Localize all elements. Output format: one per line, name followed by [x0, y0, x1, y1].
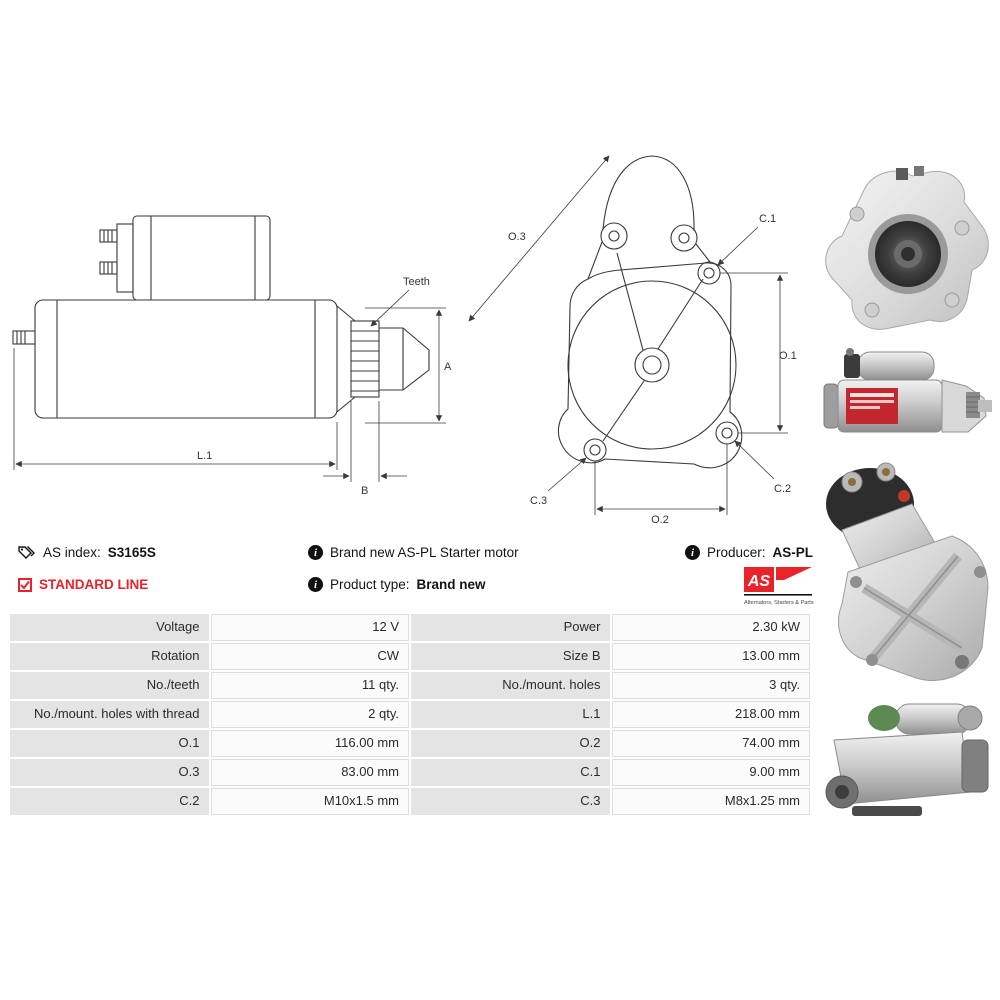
spec-label-cell: C.1 [411, 759, 610, 786]
spec-value-cell: 83.00 mm [210, 759, 409, 786]
spec-value-cell: 9.00 mm [611, 759, 810, 786]
logo-text: AS [747, 573, 771, 590]
dim-label-c2: C.2 [774, 483, 791, 495]
dim-label-teeth: Teeth [403, 276, 430, 288]
spec-label-cell: C.2 [10, 788, 209, 815]
starter-side-outline [12, 215, 430, 419]
table-row: No./teeth 11 qty. No./mount. holes 3 qty… [10, 672, 810, 699]
spec-value-cell: M8x1.25 mm [611, 788, 810, 815]
spec-value-cell: 12 V [210, 614, 409, 641]
product-type-row: i Product type: Brand new [308, 577, 486, 592]
spec-value-cell: 116.00 mm [210, 730, 409, 757]
dim-label-c1: C.1 [759, 213, 776, 225]
product-photo-angled-view [825, 703, 989, 816]
info-icon: i [308, 577, 323, 592]
product-type-label: Product type: [330, 577, 410, 592]
as-index-value: S3165S [107, 545, 156, 560]
spec-value-cell: 218.00 mm [611, 701, 810, 728]
dim-label-a: A [444, 361, 452, 373]
as-index-row: AS index: S3165S [18, 545, 156, 560]
table-row: No./mount. holes with thread 2 qty. L.1 … [10, 701, 810, 728]
spec-label-cell: O.1 [10, 730, 209, 757]
standard-line-label: STANDARD LINE [39, 577, 149, 592]
side-dimension-lines [13, 289, 446, 482]
tags-icon [18, 546, 35, 559]
spec-value-cell: 11 qty. [210, 672, 409, 699]
checked-checkbox-icon [18, 577, 32, 592]
product-photo-side-view [823, 348, 992, 433]
table-row: O.1 116.00 mm O.2 74.00 mm [10, 730, 810, 757]
product-photo-closeup [826, 462, 989, 681]
starter-front-outline [557, 155, 743, 469]
description-row: i Brand new AS-PL Starter motor [308, 545, 519, 560]
spec-value-cell: M10x1.5 mm [210, 788, 409, 815]
spec-label-cell: No./mount. holes [411, 672, 610, 699]
table-row: O.3 83.00 mm C.1 9.00 mm [10, 759, 810, 786]
standard-line-row: STANDARD LINE [18, 577, 148, 592]
spec-value-cell: 13.00 mm [611, 643, 810, 670]
spec-table-container: Voltage 12 V Power 2.30 kW Rotation CW S… [8, 612, 812, 817]
spec-label-cell: Power [411, 614, 610, 641]
spec-label-cell: No./teeth [10, 672, 209, 699]
dim-label-o2: O.2 [651, 514, 669, 526]
info-icon: i [308, 545, 323, 560]
front-dimension-lines [468, 155, 788, 515]
product-description: Brand new AS-PL Starter motor [330, 545, 519, 560]
producer-value: AS-PL [772, 545, 814, 560]
producer-row: i Producer: AS-PL [685, 545, 813, 560]
spec-label-cell: O.2 [411, 730, 610, 757]
table-row: Rotation CW Size B 13.00 mm [10, 643, 810, 670]
spec-label-cell: O.3 [10, 759, 209, 786]
dim-label-o1: O.1 [779, 350, 797, 362]
table-row: Voltage 12 V Power 2.30 kW [10, 614, 810, 641]
spec-value-cell: 3 qty. [611, 672, 810, 699]
table-row: C.2 M10x1.5 mm C.3 M8x1.25 mm [10, 788, 810, 815]
spec-label-cell: Size B [411, 643, 610, 670]
producer-label: Producer: [707, 545, 766, 560]
dim-label-c3: C.3 [530, 495, 547, 507]
spec-value-cell: 2.30 kW [611, 614, 810, 641]
front-view-technical-drawing: O.3 C.1 O.1 C.3 C.2 O.2 [468, 155, 797, 526]
side-view-technical-drawing: Teeth A L.1 B [12, 215, 452, 497]
spec-label-cell: No./mount. holes with thread [10, 701, 209, 728]
as-index-label: AS index: [43, 545, 101, 560]
spec-label-cell: L.1 [411, 701, 610, 728]
product-photo-front-view [825, 166, 989, 330]
dim-label-o3: O.3 [508, 231, 526, 243]
dim-label-b: B [361, 485, 368, 497]
as-pl-logo: AS Alternators, Starters & Parts [744, 567, 814, 606]
spec-value-cell: CW [210, 643, 409, 670]
spec-value-cell: 2 qty. [210, 701, 409, 728]
spec-label-cell: C.3 [411, 788, 610, 815]
logo-tagline: Alternators, Starters & Parts [744, 600, 814, 606]
spec-value-cell: 74.00 mm [611, 730, 810, 757]
spec-table: Voltage 12 V Power 2.30 kW Rotation CW S… [8, 612, 812, 817]
spec-label-cell: Rotation [10, 643, 209, 670]
spec-label-cell: Voltage [10, 614, 209, 641]
info-icon: i [685, 545, 700, 560]
product-type-value: Brand new [416, 577, 486, 592]
dim-label-l1: L.1 [197, 450, 212, 462]
